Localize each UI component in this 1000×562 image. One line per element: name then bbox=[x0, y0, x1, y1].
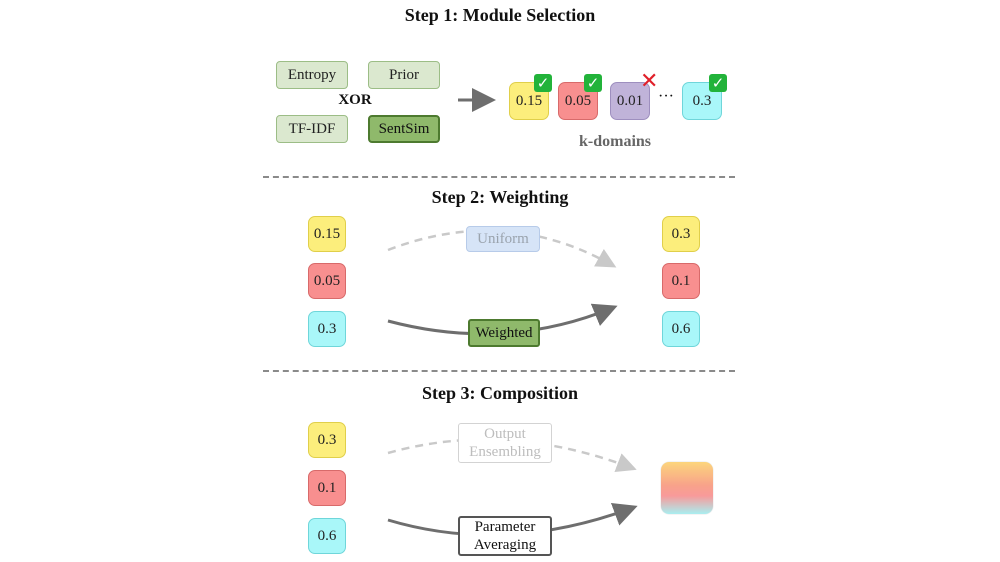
domain-box: 0.01 bbox=[610, 82, 650, 120]
weighted-option: Weighted bbox=[468, 319, 540, 347]
weight-output: 0.1 bbox=[662, 263, 700, 299]
weight-input: 0.3 bbox=[308, 311, 346, 347]
weight-input: 0.05 bbox=[308, 263, 346, 299]
check-icon: ✓ bbox=[709, 74, 727, 92]
section-divider bbox=[263, 176, 735, 178]
step1-title: Step 1: Module Selection bbox=[404, 5, 596, 25]
composition-input: 0.3 bbox=[308, 422, 346, 458]
uniform-option: Uniform bbox=[466, 226, 540, 252]
module-sentsim: SentSim bbox=[368, 115, 440, 143]
output-ensembling-option: Output Ensembling bbox=[458, 423, 552, 463]
weight-input: 0.15 bbox=[308, 216, 346, 252]
step2-title: Step 2: Weighting bbox=[431, 187, 569, 207]
ellipsis: ··· bbox=[658, 88, 674, 105]
weight-output: 0.3 bbox=[662, 216, 700, 252]
option-line: Ensembling bbox=[469, 444, 541, 460]
composition-input: 0.1 bbox=[308, 470, 346, 506]
ensembling-arc bbox=[387, 438, 637, 473]
parameter-averaging-option: Parameter Averaging bbox=[458, 516, 552, 556]
composition-input: 0.6 bbox=[308, 518, 346, 554]
cross-icon: ✕ bbox=[640, 69, 659, 94]
module-tfidf: TF-IDF bbox=[276, 115, 348, 143]
check-icon: ✓ bbox=[584, 74, 602, 92]
step3-title: Step 3: Composition bbox=[421, 383, 578, 403]
k-domains-label: k-domains bbox=[578, 133, 652, 150]
module-prior: Prior bbox=[368, 61, 440, 89]
option-line: Output bbox=[484, 426, 526, 442]
xor-operator: XOR bbox=[338, 92, 372, 108]
module-entropy: Entropy bbox=[276, 61, 348, 89]
section-divider bbox=[263, 370, 735, 372]
option-line: Averaging bbox=[473, 537, 537, 553]
weight-output: 0.6 bbox=[662, 311, 700, 347]
domain-box: 0.15 bbox=[509, 82, 549, 120]
merged-model-box bbox=[661, 462, 713, 514]
check-icon: ✓ bbox=[534, 74, 552, 92]
option-line: Parameter bbox=[474, 519, 536, 535]
